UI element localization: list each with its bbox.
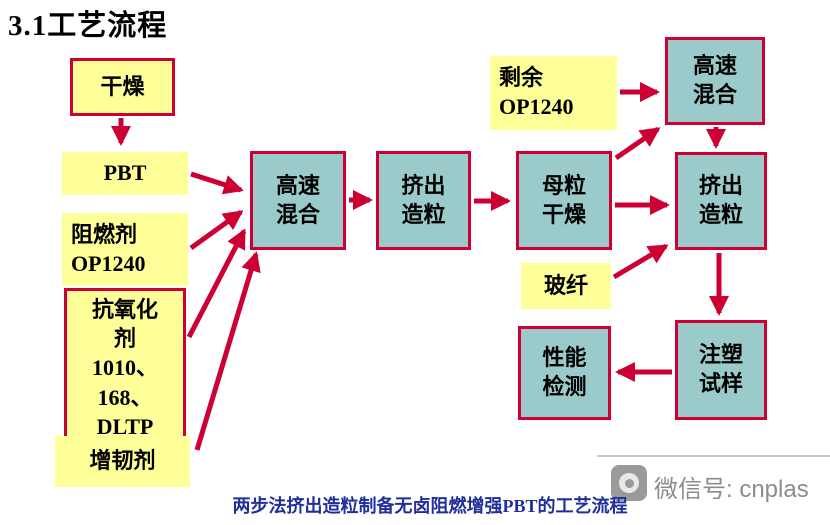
node-label: 干燥	[100, 73, 145, 99]
node-label: 挤出	[401, 172, 446, 198]
node-label: 干燥	[541, 201, 586, 227]
node-injection-molding-sample: 注塑 试样	[675, 320, 767, 420]
arrow-pbt-to-mix1	[190, 171, 244, 195]
node-antioxidant: 抗氧化 剂 1010、 168、 DLTP	[64, 288, 186, 448]
node-masterbatch-drying: 母粒 干燥	[516, 151, 612, 250]
watermark-divider	[597, 455, 830, 457]
node-label: 玻纤	[543, 272, 588, 298]
page-title: 3.1工艺流程	[8, 10, 168, 42]
arrow-mbdry-to-mix2	[614, 126, 661, 161]
node-remaining-op1240: 剩余 OP1240	[490, 56, 617, 130]
node-label: OP1240	[71, 250, 146, 276]
node-drying: 干燥	[70, 58, 175, 116]
node-label: 性能	[542, 345, 587, 371]
caption: 两步法挤出造粒制备无卤阻燃增强PBT的工艺流程	[232, 496, 628, 516]
node-label: 高速	[692, 53, 737, 79]
node-label: 混合	[692, 82, 737, 107]
node-high-speed-mixing-2: 高速 混合	[665, 37, 765, 125]
watermark-text: 微信号: cnplas	[654, 476, 809, 503]
node-glass-fiber: 玻纤	[521, 263, 611, 309]
node-label: 造粒	[401, 201, 446, 227]
node-extrusion-granulation-1: 挤出 造粒	[376, 151, 471, 250]
arrow-antioxidant-to-mix1	[186, 228, 247, 339]
node-pbt: PBT	[62, 152, 188, 195]
node-label: 混合	[275, 201, 320, 227]
node-label: 1010、	[91, 355, 158, 381]
node-flame-retardant: 阻燃剂 OP1240	[62, 213, 188, 286]
node-label: 试样	[698, 371, 743, 396]
node-label: OP1240	[499, 94, 574, 119]
node-label: 检测	[542, 374, 587, 399]
node-label: 剩余	[499, 65, 544, 91]
arrow-toughener-to-mix1	[194, 251, 261, 451]
node-label: 造粒	[698, 202, 743, 227]
node-label: 剂	[113, 326, 136, 352]
watermark-logo-icon	[611, 465, 647, 501]
arrow-flame-to-mix1	[189, 209, 244, 251]
node-label: 阻燃剂	[71, 221, 138, 247]
node-label: 抗氧化	[91, 297, 158, 323]
node-label: 母粒	[541, 172, 586, 198]
node-label: 注塑	[698, 342, 743, 368]
node-label: 增韧剂	[89, 448, 156, 474]
node-extrusion-granulation-2: 挤出 造粒	[675, 152, 767, 250]
arrow-fiber-to-ext2	[612, 243, 669, 280]
camera-lens-icon	[619, 473, 639, 493]
node-toughener: 增韧剂	[55, 436, 190, 487]
node-performance-testing: 性能 检测	[518, 326, 611, 420]
node-label: 高速	[275, 172, 320, 198]
node-label: 168、	[97, 384, 153, 410]
node-high-speed-mixing-1: 高速 混合	[250, 151, 346, 250]
node-label: PBT	[103, 160, 147, 186]
node-label: DLTP	[96, 413, 154, 439]
node-label: 挤出	[698, 173, 743, 199]
